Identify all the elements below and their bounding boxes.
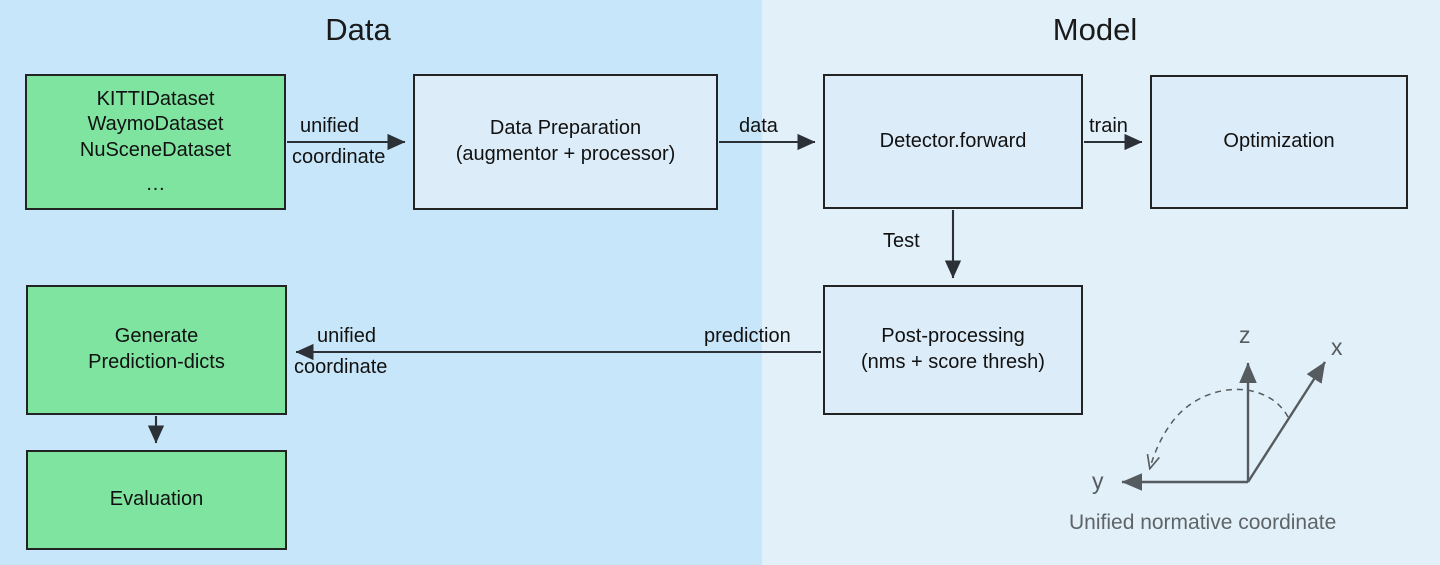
edge-label-unified-bottom: unified [317, 325, 376, 347]
edge-label-unified-top: unified [300, 115, 359, 137]
node-post-processing-line-2: (nms + score thresh) [861, 351, 1045, 373]
node-optimization-label: Optimization [1223, 130, 1335, 153]
edge-label-coordinate-bottom: coordinate [294, 356, 388, 378]
node-optimization[interactable]: Optimization [1150, 75, 1408, 209]
node-detector-forward[interactable]: Detector.forward [823, 74, 1083, 209]
model-section-title: Model [1052, 12, 1138, 47]
node-generate-prediction-dicts[interactable]: Generate Prediction-dicts [26, 285, 287, 415]
edge-label-prediction: prediction [704, 325, 791, 347]
edge-label-train: train [1089, 115, 1128, 137]
node-datasets-line-2: WaymoDataset [87, 113, 224, 136]
node-data-preparation-line-2: (augmentor + processor) [455, 143, 676, 165]
node-datasets-line-4: … [145, 172, 166, 195]
coordinate-legend-caption: Unified normative coordinate [1069, 511, 1337, 534]
node-evaluation-label: Evaluation [109, 488, 204, 511]
node-generate-prediction-dicts-line-1: Generate [114, 325, 199, 348]
node-data-preparation-line-1: Data Preparation [489, 117, 642, 140]
axis-label-z: z [1239, 322, 1251, 348]
node-datasets-line-1: KITTIDataset [96, 87, 215, 110]
node-evaluation[interactable]: Evaluation [26, 450, 287, 550]
node-generate-prediction-dicts-line-2: Prediction-dicts [88, 351, 225, 373]
node-datasets[interactable]: KITTIDataset WaymoDataset NuSceneDataset… [25, 74, 286, 210]
edge-label-coordinate-top: coordinate [292, 146, 386, 168]
edge-label-test: Test [883, 230, 920, 252]
node-data-preparation[interactable]: Data Preparation (augmentor + processor) [413, 74, 718, 210]
edge-label-data: data [739, 115, 778, 137]
node-post-processing-line-1: Post-processing [881, 325, 1025, 348]
node-detector-forward-label: Detector.forward [879, 129, 1027, 152]
node-post-processing[interactable]: Post-processing (nms + score thresh) [823, 285, 1083, 415]
axis-label-x: x [1331, 334, 1343, 360]
node-datasets-line-3: NuSceneDataset [79, 139, 232, 161]
axis-label-y: y [1092, 468, 1104, 494]
data-section-title: Data [325, 12, 391, 47]
